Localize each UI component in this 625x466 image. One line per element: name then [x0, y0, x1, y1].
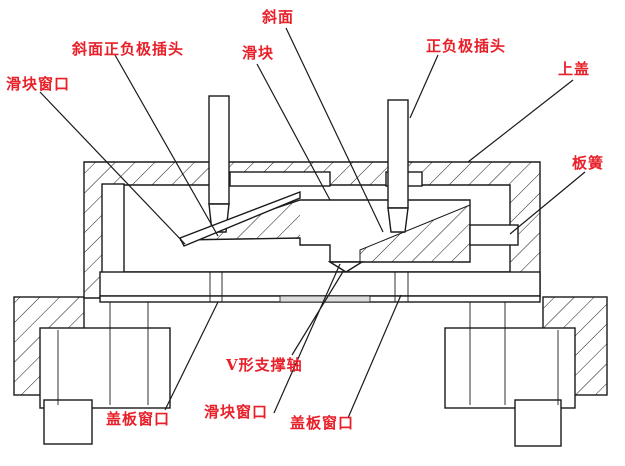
- right-foot: [444, 296, 608, 447]
- label-slider-window-top: 滑块窗口: [6, 75, 71, 93]
- leader-lines: [39, 27, 586, 419]
- label-slider: 滑块: [242, 44, 275, 62]
- label-cover-window-right: 盖板窗口: [290, 414, 355, 432]
- label-slider-window-bottom: 滑块窗口: [204, 403, 269, 421]
- plug-right: [387, 99, 409, 233]
- label-top-cover: 上盖: [558, 60, 591, 78]
- label-pos-neg-plug: 正负极插头: [426, 37, 507, 55]
- label-cover-window-left: 盖板窗口: [106, 410, 171, 428]
- label-bevel-pos-neg-plug: 斜面正负极插头: [72, 40, 185, 58]
- label-leaf-spring: 板簧: [572, 154, 605, 172]
- label-v-pivot: V形支撑轴: [226, 356, 303, 374]
- base-plate: [99, 271, 541, 303]
- label-bevel: 斜面: [262, 8, 295, 26]
- bevel-plug-left: [179, 95, 301, 247]
- left-foot: [13, 296, 171, 445]
